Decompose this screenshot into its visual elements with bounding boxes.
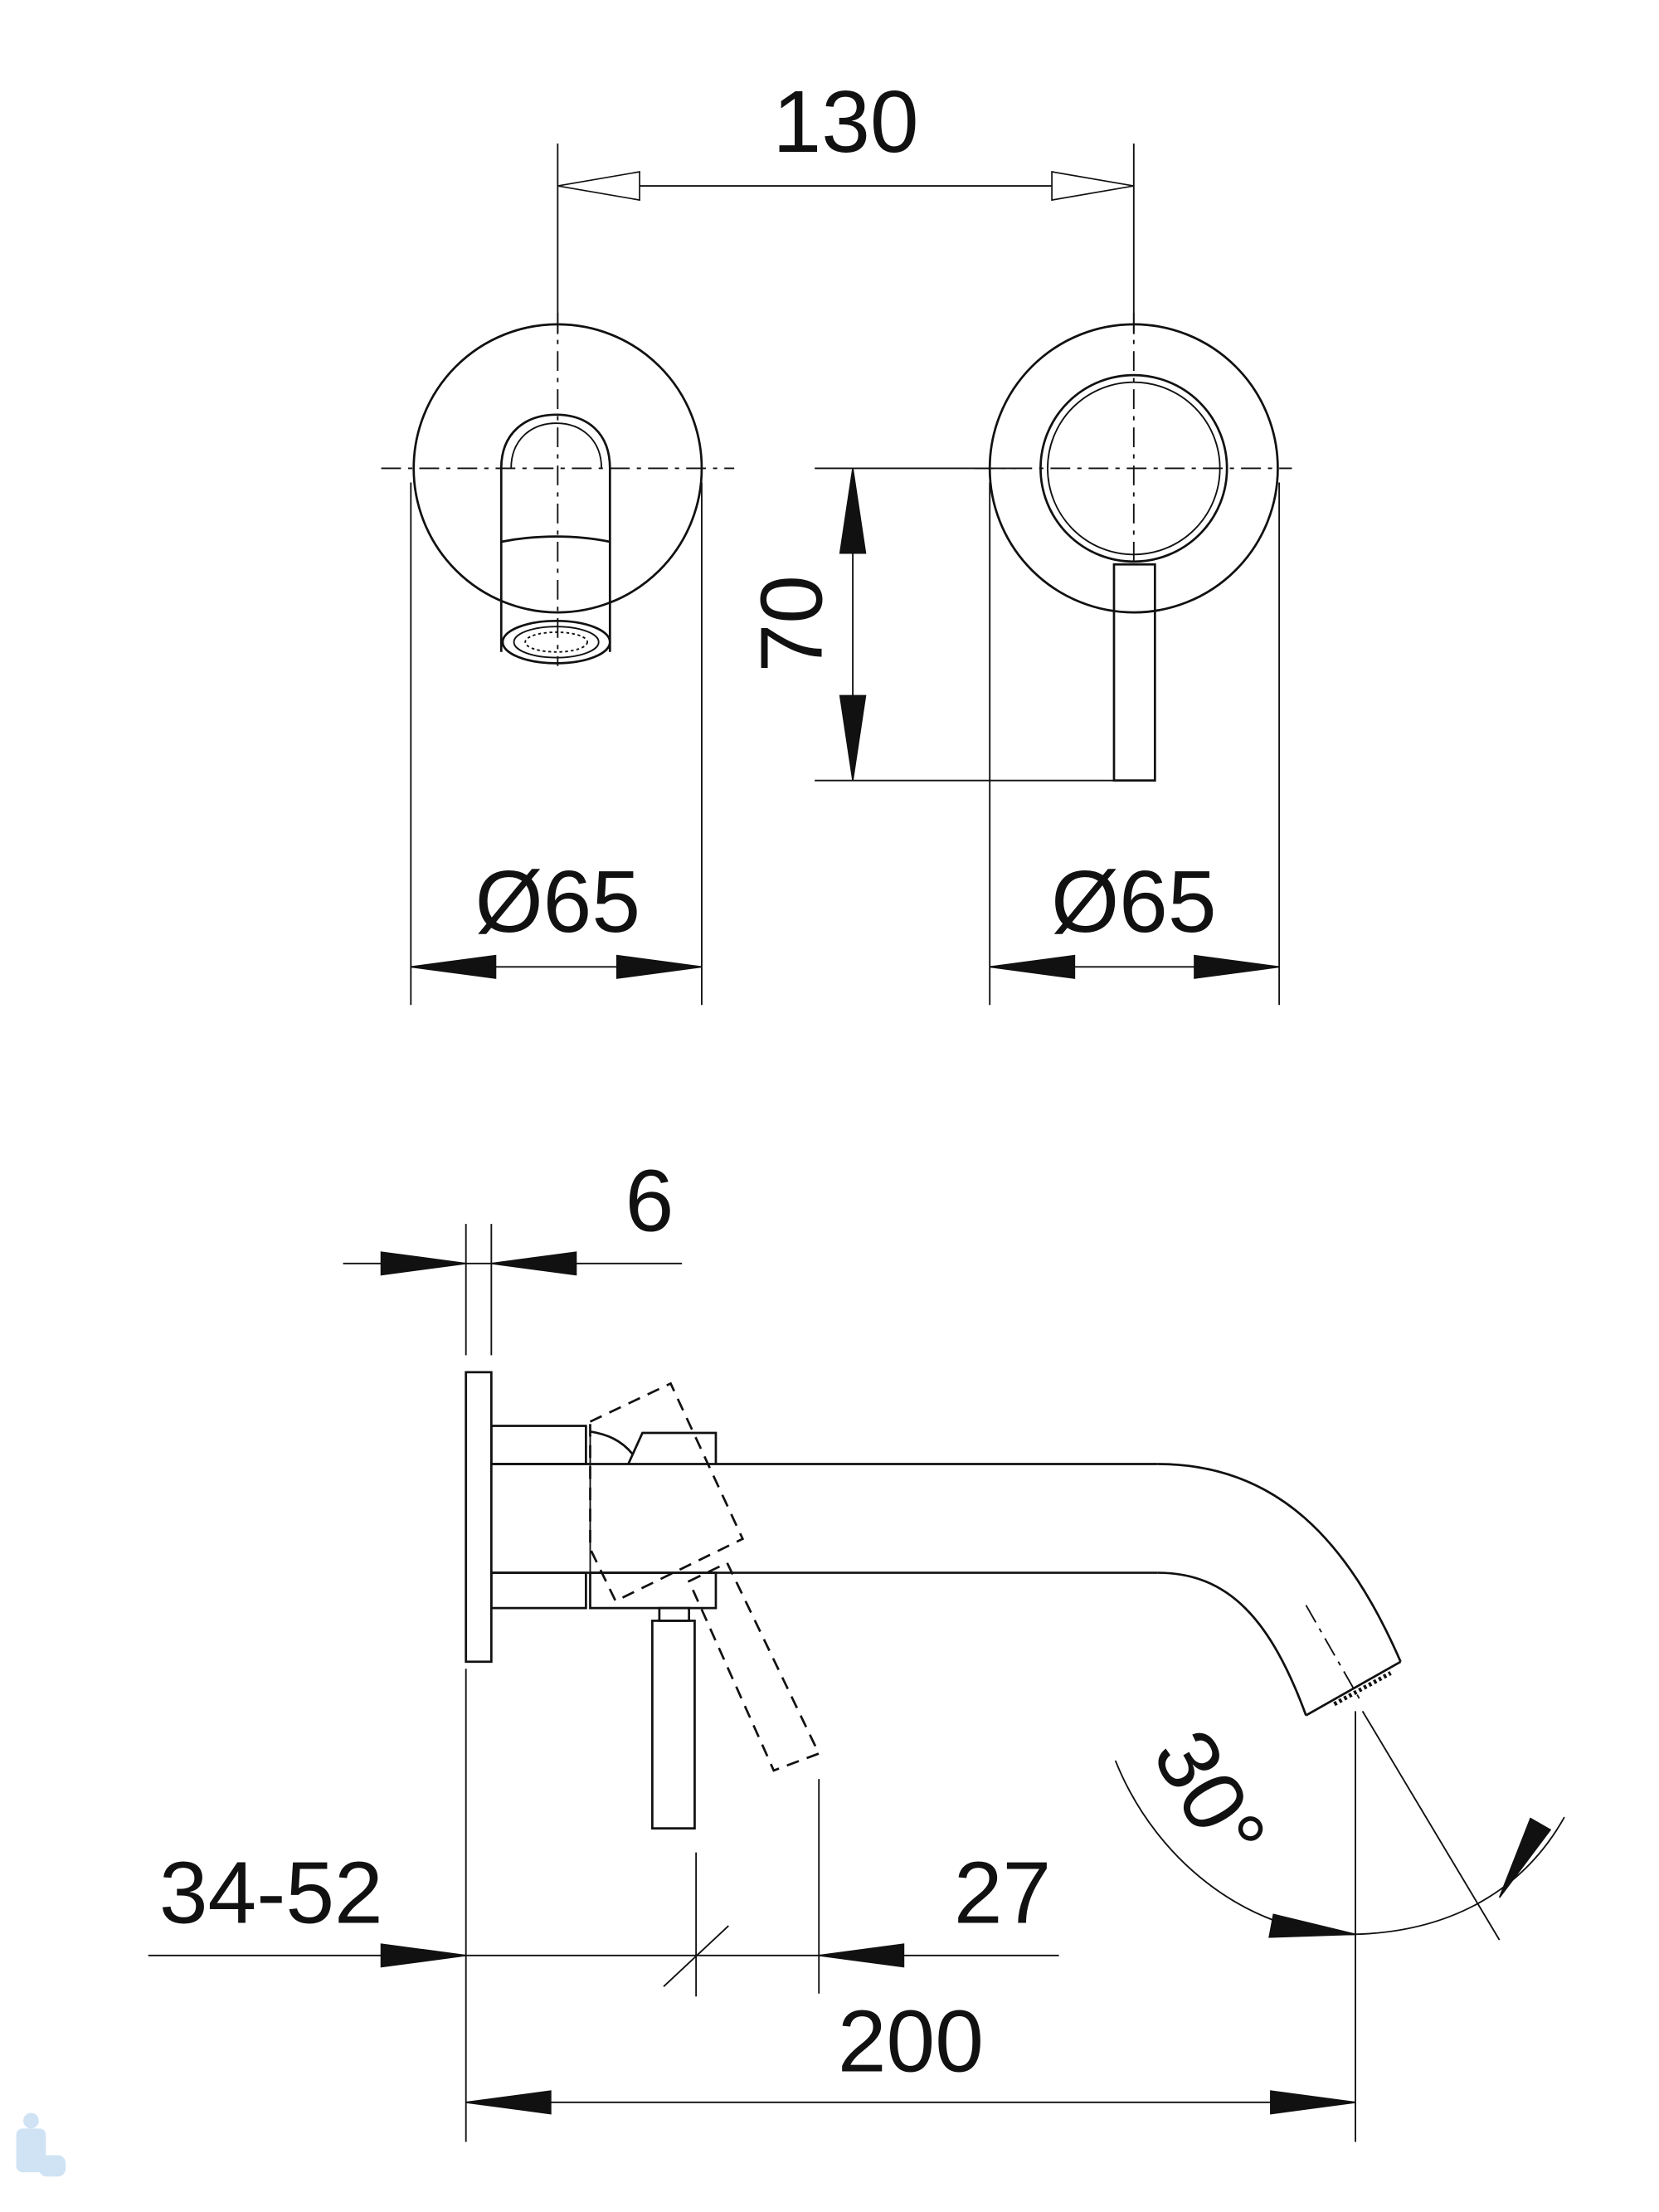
mixer-rosette-front xyxy=(974,313,1292,782)
dimension-diameter-left: Ø65 xyxy=(410,482,703,1006)
dim-diameter-left-label: Ø65 xyxy=(475,853,640,951)
dimension-130: 130 xyxy=(557,73,1135,334)
dimension-200: 200 xyxy=(465,1711,1356,2142)
dimension-diameter-right: Ø65 xyxy=(989,482,1281,1006)
dim-diameter-right-label: Ø65 xyxy=(1051,853,1216,951)
dimension-angle-30: 30° xyxy=(1114,1710,1565,1941)
dimension-34-52-and-27: 34-52 27 xyxy=(148,1669,1059,2142)
dimension-70: 70 xyxy=(743,467,1114,782)
dim-angle-label: 30° xyxy=(1134,1714,1285,1878)
dim-130-label: 130 xyxy=(773,73,919,171)
dim-27-label: 27 xyxy=(954,1844,1051,1942)
dim-6-label: 6 xyxy=(625,1152,674,1250)
dim-34-52-label: 34-52 xyxy=(159,1844,383,1942)
dim-200-label: 200 xyxy=(838,1992,984,2090)
dimension-6: 6 xyxy=(343,1152,683,1356)
spout-rosette-front xyxy=(381,313,735,666)
faucet-side-view xyxy=(465,1371,1402,1830)
plumber-logo xyxy=(16,2112,66,2177)
dim-70-label: 70 xyxy=(743,575,841,672)
